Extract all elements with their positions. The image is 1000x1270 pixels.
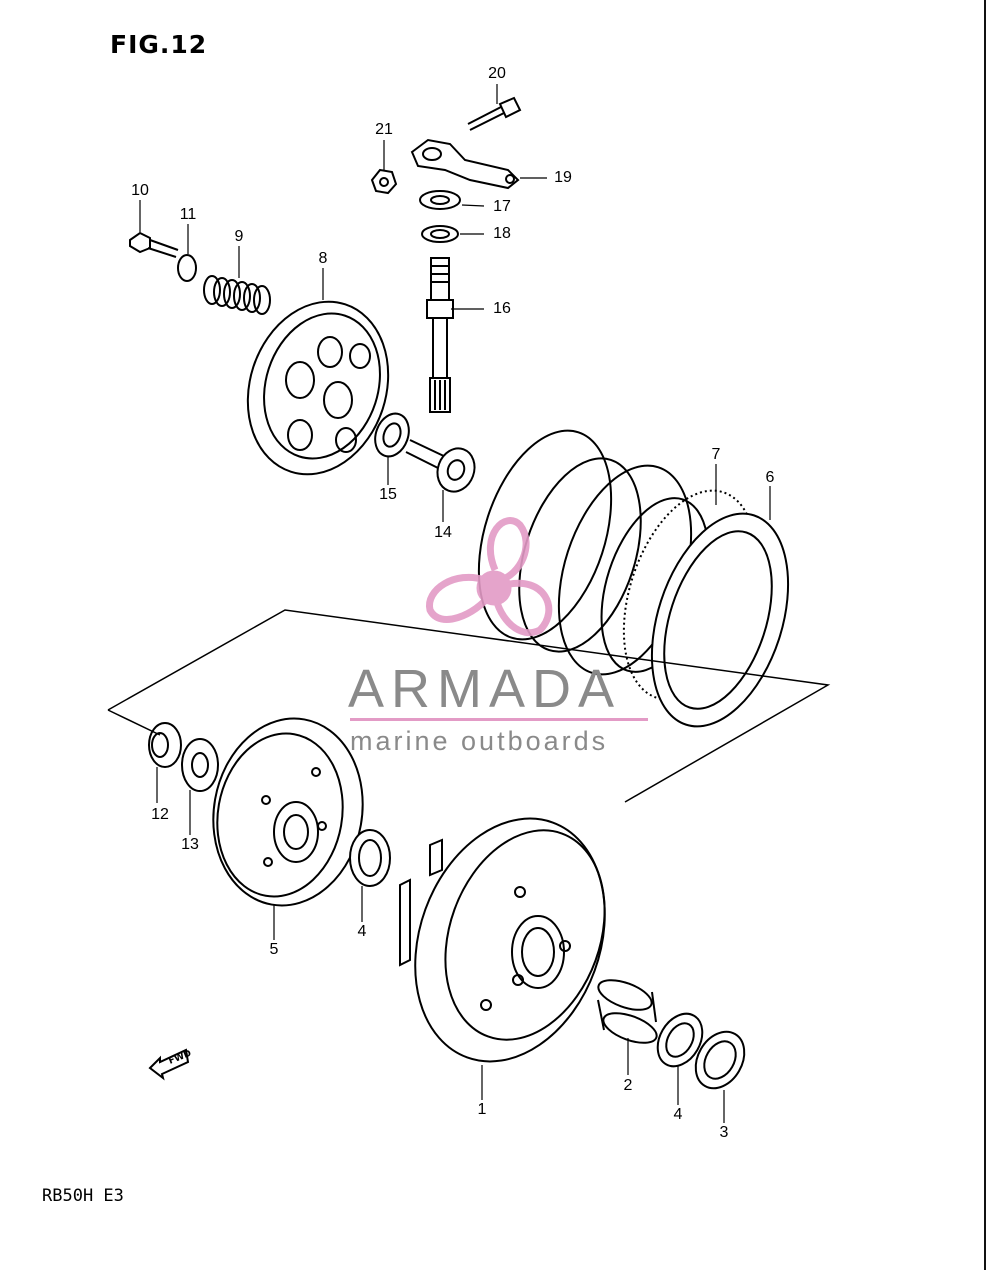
part-21-nut xyxy=(370,168,398,195)
part-17-oil-seal xyxy=(419,190,461,210)
fwd-arrow-icon xyxy=(148,1048,190,1081)
callout-6: 6 xyxy=(765,469,775,486)
part-5-clutch-sleeve-hub xyxy=(212,717,364,907)
part-20-bolt xyxy=(467,96,522,131)
callout-1: 1 xyxy=(477,1101,487,1118)
part-13-lock-washer xyxy=(181,738,219,792)
watermark-brand: ARMADA xyxy=(348,659,622,719)
callout-13: 13 xyxy=(181,836,199,853)
callout-4-left: 4 xyxy=(357,923,367,940)
part-18-washer xyxy=(421,225,459,243)
callout-4-right: 4 xyxy=(673,1106,683,1123)
watermark-logo-icon xyxy=(426,517,553,636)
callout-18: 18 xyxy=(493,225,511,242)
callout-20: 20 xyxy=(488,65,506,82)
part-10-bolt xyxy=(129,231,179,258)
callout-15: 15 xyxy=(379,486,397,503)
watermark-divider xyxy=(350,718,648,721)
callout-14: 14 xyxy=(434,524,452,541)
callout-2: 2 xyxy=(623,1077,633,1094)
part-8-pressure-plate xyxy=(246,300,390,476)
figure-title: FIG.12 xyxy=(110,30,208,59)
callout-10: 10 xyxy=(131,182,149,199)
part-15-bearing xyxy=(374,412,410,458)
callout-17: 17 xyxy=(493,198,511,215)
callout-16: 16 xyxy=(493,300,511,317)
part-3-bearing xyxy=(694,1030,746,1090)
part-2-spacer xyxy=(597,979,658,1044)
part-14-push-rod xyxy=(405,439,476,493)
part-16-release-shaft xyxy=(426,257,454,413)
assembly-outline xyxy=(107,609,831,803)
page-border xyxy=(984,0,986,1270)
part-11-washer xyxy=(177,254,197,282)
model-code: RB50H E3 xyxy=(42,1186,124,1206)
part-12-nut xyxy=(148,722,182,768)
callout-8: 8 xyxy=(318,250,328,267)
part-1-primary-driven-gear xyxy=(399,817,606,1063)
callout-7: 7 xyxy=(711,446,721,463)
callout-3: 3 xyxy=(719,1124,729,1141)
callout-11: 11 xyxy=(179,206,197,223)
callout-19: 19 xyxy=(554,169,572,186)
part-19-release-arm xyxy=(410,138,520,190)
part-4-washer-left xyxy=(349,829,391,887)
leader-lines xyxy=(139,84,771,1123)
part-4-washer-right xyxy=(656,1012,704,1068)
watermark-tagline: marine outboards xyxy=(350,726,609,756)
callout-12: 12 xyxy=(151,806,169,823)
callout-5: 5 xyxy=(269,941,279,958)
part-9-spring xyxy=(203,275,271,315)
callout-9: 9 xyxy=(234,228,244,245)
callout-21: 21 xyxy=(375,121,393,138)
